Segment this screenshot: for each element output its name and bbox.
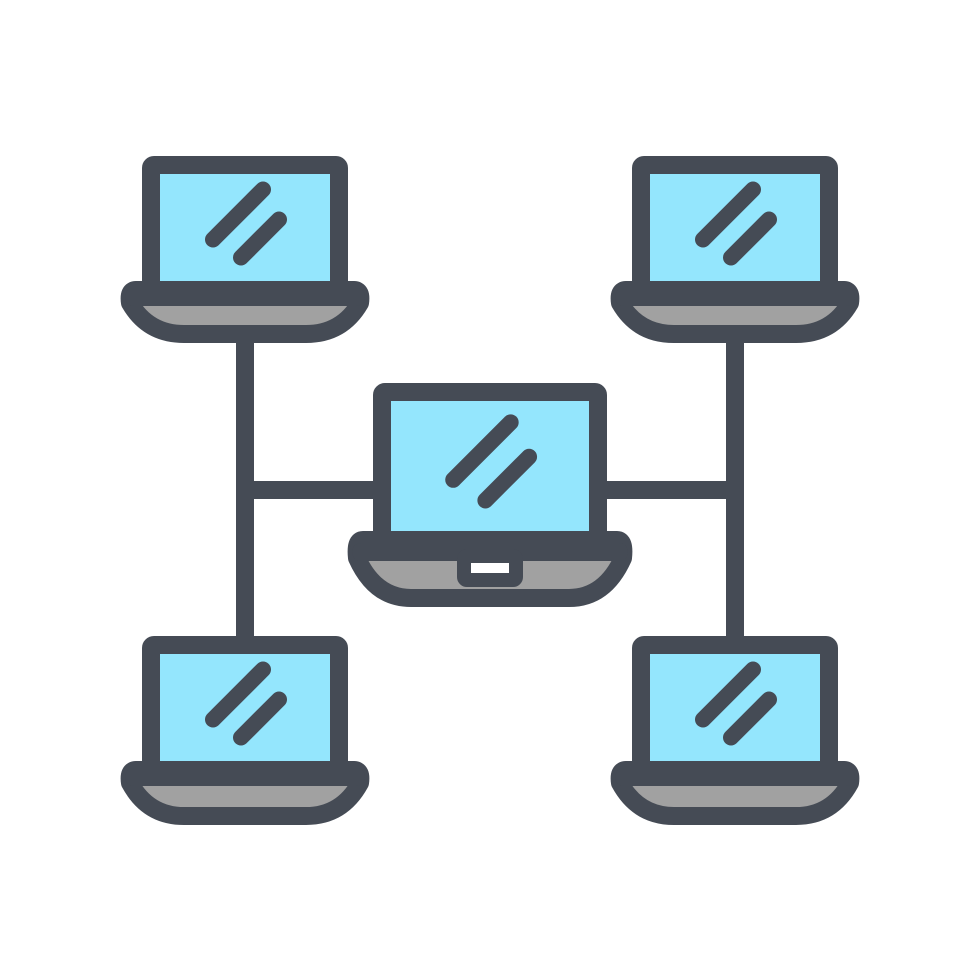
screen-glare-long <box>445 414 519 488</box>
screen-glare-long <box>695 181 761 248</box>
laptop-bottom-right-icon <box>610 636 860 825</box>
screen-glare-short <box>233 211 287 266</box>
laptop-top-left-icon <box>120 156 370 343</box>
laptop-trackpad <box>457 549 523 587</box>
network-connectors <box>236 330 744 648</box>
screen-glare-short <box>723 691 777 746</box>
screen-glare-short <box>233 691 287 746</box>
laptops-group <box>120 156 860 825</box>
laptop-bottom-left-icon <box>120 636 370 825</box>
laptop-top-right-icon <box>610 156 860 343</box>
laptop-screen <box>142 156 348 299</box>
laptop-screen <box>142 636 348 779</box>
screen-glare-long <box>205 181 271 248</box>
laptop-screen <box>373 383 607 549</box>
screen-glare-short <box>723 211 777 266</box>
laptop-center-icon <box>347 383 633 607</box>
laptop-screen <box>632 636 838 779</box>
screen-glare-long <box>205 661 271 728</box>
screen-glare-short <box>477 448 538 509</box>
screen-glare-long <box>695 661 761 728</box>
laptop-screen <box>632 156 838 299</box>
